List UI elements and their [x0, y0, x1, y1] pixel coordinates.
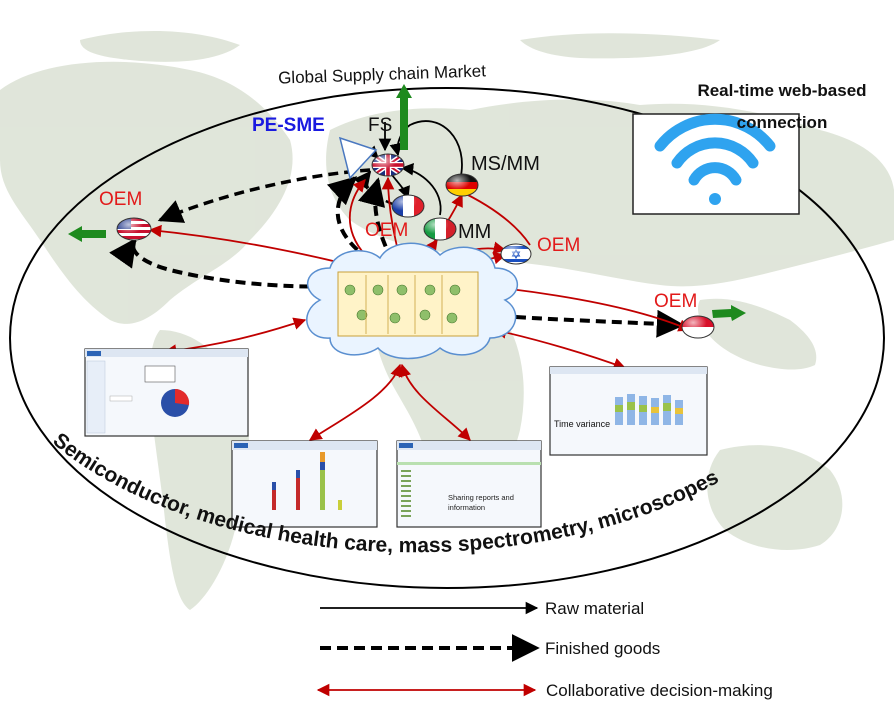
- sharing-text-line2: information: [448, 503, 485, 512]
- screen-bottom-left-chart: [231, 440, 378, 528]
- legend: Raw material Finished goods Collaborativ…: [316, 599, 773, 700]
- legend-raw-material-label: Raw material: [545, 599, 644, 618]
- flag-germany-icon: [445, 173, 479, 197]
- flag-france-icon: [391, 194, 425, 218]
- collab-cloud-to-screen-right: [493, 326, 627, 370]
- ms-mm-label: MS/MM: [471, 153, 540, 175]
- connection-label-line1: Real-time web-based: [697, 81, 866, 100]
- collab-cloud-to-screen-bottom-right: [398, 363, 471, 441]
- mm-label: MM: [458, 221, 491, 243]
- legend-finished-goods-label: Finished goods: [545, 639, 660, 658]
- collab-cloud-to-screen-bottom-left: [308, 363, 403, 441]
- flow-germany-to-uk: [389, 120, 463, 181]
- screen-right-variance: Time variance: [549, 366, 708, 456]
- export-arrow-right: [712, 305, 746, 321]
- oem-israel-label: OEM: [537, 235, 580, 256]
- wifi-icon: [654, 113, 776, 205]
- screen-left-dashboard: [84, 348, 249, 437]
- flag-italy-icon: [423, 217, 457, 241]
- flag-indonesia-icon: [681, 315, 715, 339]
- oem-indonesia-label: OEM: [654, 291, 697, 312]
- process-node: [344, 284, 356, 296]
- global-market-title: Global Supply chain Market: [278, 61, 487, 87]
- time-variance-label: Time variance: [554, 419, 610, 429]
- screen-bottom-right-reports: Sharing reports and information: [396, 440, 542, 528]
- market-boundary-ellipse: [9, 87, 885, 589]
- flow-uk-to-usa: [157, 168, 371, 223]
- legend-collaborative-label: Collaborative decision-making: [546, 681, 773, 700]
- process-node: [389, 312, 401, 324]
- export-arrow-left: [68, 226, 106, 242]
- process-node: [372, 284, 384, 296]
- flag-israel-icon: [500, 243, 532, 265]
- export-arrows: [68, 84, 746, 321]
- sharing-text-line1: Sharing reports and: [448, 493, 514, 502]
- oem-usa-label: OEM: [99, 189, 142, 210]
- connection-label-line2: connection: [737, 113, 828, 132]
- process-node: [446, 312, 458, 324]
- flag-usa-icon: [116, 217, 152, 241]
- cloud-hub: [306, 242, 519, 360]
- fs-label: FS: [368, 115, 392, 136]
- flow-hub-to-usa: [109, 237, 406, 289]
- pe-sme-label: PE-SME: [252, 115, 325, 136]
- oem-italy-label: OEM: [365, 220, 408, 241]
- process-node: [449, 284, 461, 296]
- process-node: [396, 284, 408, 296]
- pe-sme-triangle-icon: [338, 136, 378, 180]
- flag-uk-icon: [371, 153, 405, 177]
- cloud-process-board: [337, 271, 479, 337]
- process-node: [356, 309, 368, 321]
- export-arrow-up: [396, 84, 412, 150]
- process-node: [424, 284, 436, 296]
- process-node: [419, 309, 431, 321]
- wifi-panel: [632, 113, 800, 215]
- collab-germany-to-italy: [457, 189, 531, 246]
